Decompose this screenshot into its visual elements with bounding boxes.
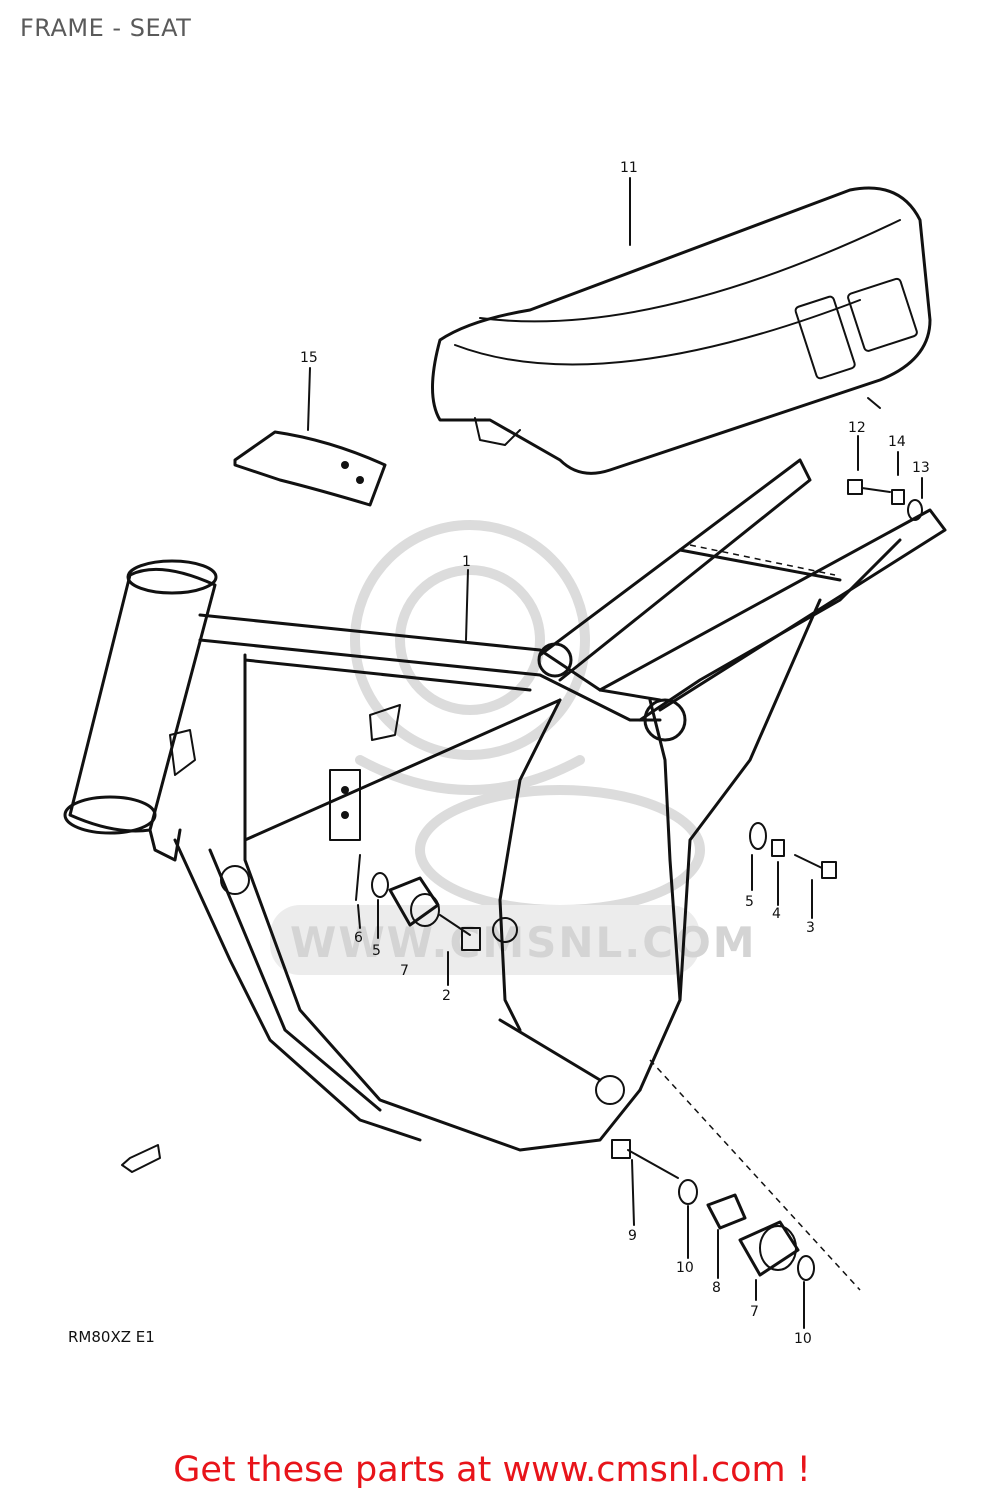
seat bbox=[431, 186, 932, 475]
watermark-logo: WWW.CMSNL.COM bbox=[270, 520, 755, 975]
part-label: 8 bbox=[712, 1280, 721, 1296]
bushing-7-upper bbox=[388, 876, 440, 927]
part-labels: 11 15 12 14 13 1 5 4 3 6 5 7 2 9 10 8 7 … bbox=[300, 160, 930, 1347]
seat-bolt-12 bbox=[847, 479, 891, 495]
page-title: FRAME - SEAT bbox=[20, 14, 192, 42]
drawing-code: RM80XZ E1 bbox=[68, 1328, 155, 1346]
part-label: 2 bbox=[442, 988, 451, 1004]
parts-diagram: WWW.CMSNL.COM bbox=[63, 160, 947, 1347]
bushing-7-lower bbox=[738, 1220, 800, 1277]
collar-2 bbox=[439, 914, 481, 951]
part-label: 5 bbox=[745, 894, 754, 910]
part-label: 7 bbox=[750, 1304, 759, 1320]
part-label: 13 bbox=[912, 460, 930, 476]
bolt-3 bbox=[794, 854, 837, 879]
part-label: 10 bbox=[794, 1331, 812, 1347]
cta-banner[interactable]: Get these parts at www.cmsnl.com ! bbox=[173, 1450, 811, 1490]
nut-4 bbox=[771, 839, 785, 857]
pin-6 bbox=[355, 854, 361, 901]
part-label: 1 bbox=[462, 554, 471, 570]
part-label: 6 bbox=[354, 930, 363, 946]
seat-washer-13 bbox=[907, 499, 923, 521]
fwd-arrow-icon bbox=[121, 1144, 161, 1173]
part-label: 3 bbox=[806, 920, 815, 936]
seat-pad bbox=[233, 430, 387, 507]
part-label: 5 bbox=[372, 943, 381, 959]
washer-5-right bbox=[749, 822, 767, 850]
frame bbox=[63, 458, 947, 1152]
part-label: 4 bbox=[772, 906, 781, 922]
part-label: 10 bbox=[676, 1260, 694, 1276]
spacer-8 bbox=[706, 1193, 747, 1230]
part-label: 11 bbox=[620, 160, 638, 176]
part-label: 7 bbox=[400, 963, 409, 979]
seat-logo-rm bbox=[794, 277, 918, 380]
washer-10-left bbox=[678, 1179, 698, 1205]
washer-5-left bbox=[371, 872, 389, 898]
bolt-9 bbox=[611, 1139, 679, 1179]
part-label: 9 bbox=[628, 1228, 637, 1244]
washer-10-right bbox=[797, 1255, 815, 1281]
seat-nut-14 bbox=[891, 489, 905, 505]
part-label: 15 bbox=[300, 350, 318, 366]
part-label: 12 bbox=[848, 420, 866, 436]
part-label: 14 bbox=[888, 434, 906, 450]
leader-lines bbox=[307, 177, 923, 1329]
